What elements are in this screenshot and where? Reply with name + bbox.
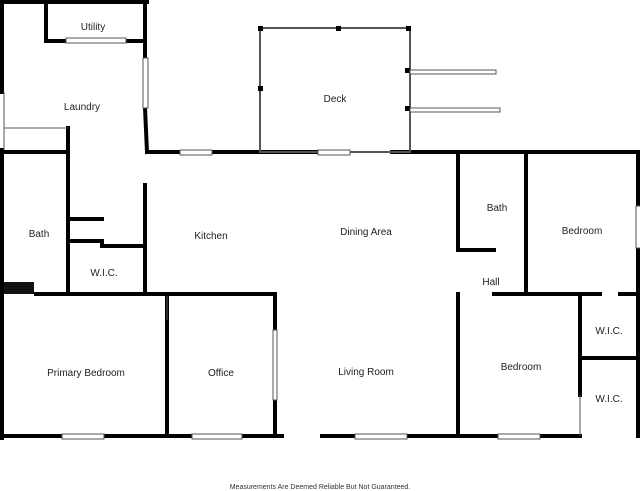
label-dining-area: Dining Area	[340, 227, 392, 238]
label-hall: Hall	[482, 277, 499, 288]
walls	[0, 0, 640, 440]
label-bath-left: Bath	[29, 229, 50, 240]
label-wic-left: W.I.C.	[90, 268, 117, 279]
thin-walls	[3, 92, 581, 436]
footer-disclaimer: Measurements Are Deemed Reliable But Not…	[230, 484, 411, 491]
deck-outline	[258, 26, 501, 153]
label-deck: Deck	[324, 94, 348, 105]
label-wic-right-upper: W.I.C.	[595, 326, 622, 337]
label-laundry: Laundry	[64, 102, 100, 113]
label-living-room: Living Room	[338, 367, 394, 378]
label-wic-right-lower: W.I.C.	[595, 394, 622, 405]
label-bedroom-lower-right: Bedroom	[501, 362, 542, 373]
label-primary-bedroom: Primary Bedroom	[47, 368, 125, 379]
windows	[61, 37, 640, 440]
label-utility: Utility	[81, 22, 105, 33]
label-kitchen: Kitchen	[194, 231, 227, 242]
wall-block	[4, 282, 34, 294]
room-labels: Utility Laundry Deck Bath W.I.C. Kitchen…	[29, 22, 623, 405]
label-office: Office	[208, 368, 234, 379]
label-bedroom-upper-right: Bedroom	[562, 226, 603, 237]
label-bath-right: Bath	[487, 203, 508, 214]
